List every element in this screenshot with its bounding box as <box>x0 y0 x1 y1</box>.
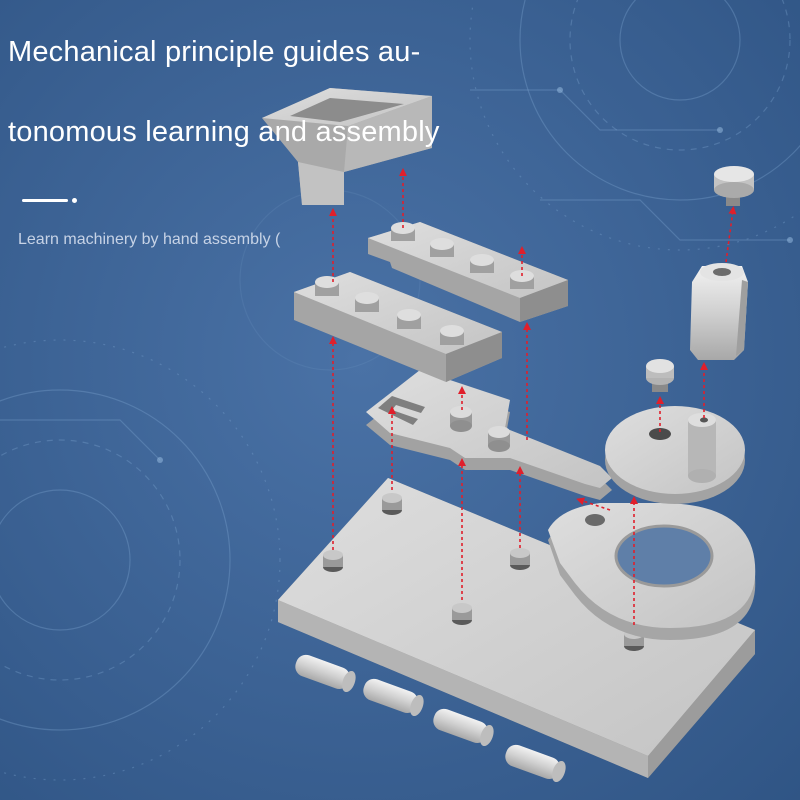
slider-lever-icon <box>366 370 612 500</box>
sleeve-block-icon <box>690 263 748 360</box>
assembly-arrows-icon <box>329 168 737 625</box>
crank-disc-icon <box>605 406 745 504</box>
cap-peg-icon <box>714 166 754 206</box>
base-plate-icon <box>278 478 755 778</box>
short-pin-icon <box>646 359 674 392</box>
accent-dot <box>72 198 77 203</box>
hopper-icon <box>262 88 432 205</box>
connecting-rod-brick-icon <box>368 222 568 322</box>
subtitle: Learn machinery by hand assembly ( <box>18 231 281 248</box>
cylinder-pins-icon <box>295 654 566 783</box>
crank-ring-plate-icon <box>548 503 756 640</box>
long-brick-icon <box>294 272 502 382</box>
accent-dash <box>22 199 68 202</box>
headline-line-2: tonomous learning and assembly <box>8 116 440 148</box>
headline-line-1: Mechanical principle guides au- <box>8 36 421 68</box>
